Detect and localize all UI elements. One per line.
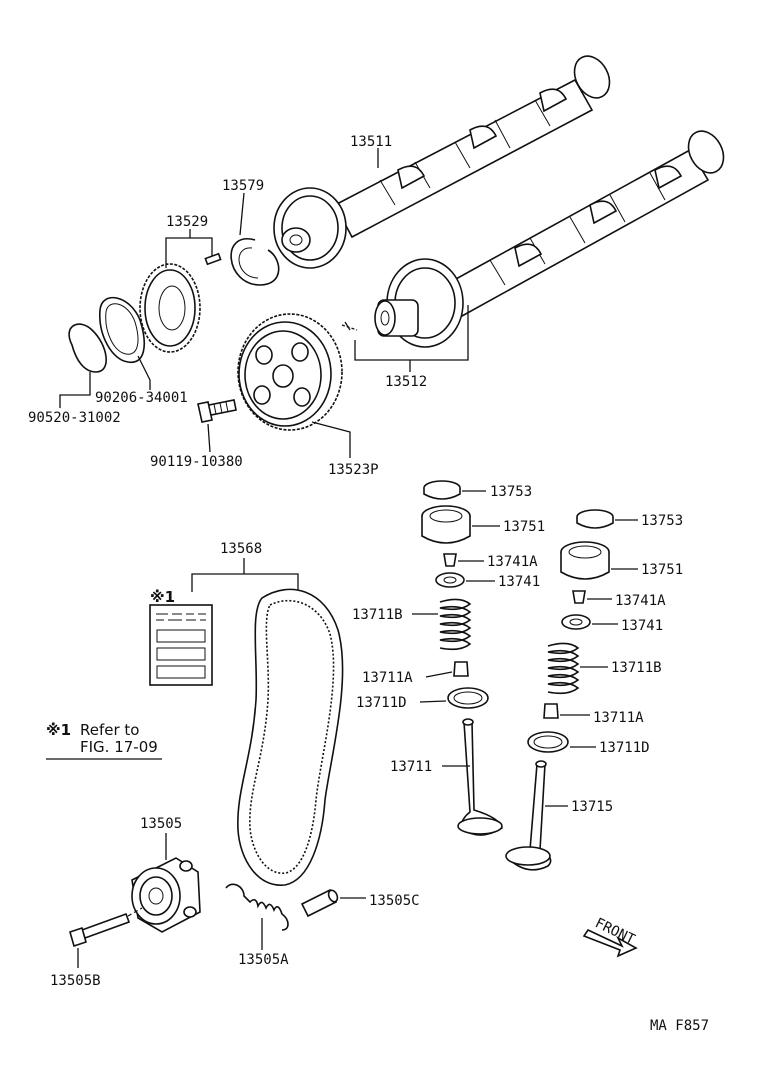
label-13753-b: 13753 (641, 513, 683, 529)
label-13568: 13568 (220, 541, 262, 557)
bolt-90119-10380 (197, 399, 237, 423)
spring-13711b-b (547, 642, 580, 695)
keeper-13741a-a (443, 553, 457, 567)
note-marker-card: ※1 (150, 588, 175, 606)
label-13711d-a: 13711D (356, 695, 407, 711)
tensioner-pin-13505c (300, 888, 339, 918)
label-13711a-b: 13711A (593, 710, 644, 726)
label-13505: 13505 (140, 816, 182, 832)
label-13711: 13711 (390, 759, 432, 775)
camshaft-13511 (273, 55, 611, 269)
figure-code: MA F857 (650, 1018, 709, 1034)
label-13505a: 13505A (238, 952, 289, 968)
label-13715: 13715 (571, 799, 613, 815)
retainer-13741-b (561, 614, 591, 630)
front-arrow-icon: FRONT (582, 915, 638, 958)
camshaft-13512 (374, 130, 725, 348)
note-marker: ※1 (46, 721, 71, 739)
snap-ring-90520-31002 (68, 323, 107, 373)
seal-13711d-a (447, 687, 489, 709)
lifter-13751-a (421, 505, 471, 544)
spring-13711b-a (439, 598, 472, 651)
tensioner-13505 (131, 857, 201, 933)
label-13711b-b: 13711B (611, 660, 662, 676)
label-13579: 13579 (222, 178, 264, 194)
label-90520-31002: 90520-31002 (28, 410, 121, 426)
valve-13715 (505, 760, 552, 871)
seat-13711a-b (543, 703, 559, 719)
shim-13753-a (423, 480, 461, 500)
label-13512: 13512 (385, 374, 427, 390)
belt-label-card: ※1 (149, 588, 213, 686)
label-13741-a: 13741 (498, 574, 540, 590)
cam-gear-13529 (139, 252, 222, 353)
label-13523p: 13523P (328, 462, 379, 478)
note-line-2: FIG. 17-09 (80, 738, 158, 756)
label-90206-34001: 90206-34001 (95, 390, 188, 406)
pulley-13523p (237, 313, 343, 431)
label-13741-b: 13741 (621, 618, 663, 634)
label-13751-a: 13751 (503, 519, 545, 535)
tensioner-spring-13505a (225, 883, 289, 931)
timing-belt-13568 (237, 588, 344, 886)
label-13753-a: 13753 (490, 484, 532, 500)
reference-note: ※1 Refer to FIG. 17-09 (46, 721, 162, 760)
label-13751-b: 13751 (641, 562, 683, 578)
plate-washer-90206-34001 (99, 296, 146, 363)
keeper-13741a-b (572, 590, 586, 604)
seat-13711a-a (453, 661, 469, 677)
retainer-13741-a (435, 572, 465, 588)
label-13505b: 13505B (50, 973, 101, 989)
label-13529: 13529 (166, 214, 208, 230)
tensioner-bolt-13505b (69, 907, 143, 948)
valve-13711 (457, 718, 503, 836)
snap-ring-13579 (230, 237, 280, 286)
label-13741a-b: 13741A (615, 593, 666, 609)
note-line-1: Refer to (80, 721, 139, 739)
lifter-13751-b (560, 541, 610, 580)
shim-13753-b (576, 509, 614, 529)
seal-13711d-b (527, 731, 569, 753)
label-13741a-a: 13741A (487, 554, 538, 570)
label-90119-10380: 90119-10380 (150, 454, 243, 470)
label-13511: 13511 (350, 134, 392, 150)
label-13711d-b: 13711D (599, 740, 650, 756)
label-13711b-a: 13711B (352, 607, 403, 623)
label-13505c: 13505C (369, 893, 420, 909)
label-13711a-a: 13711A (362, 670, 413, 686)
